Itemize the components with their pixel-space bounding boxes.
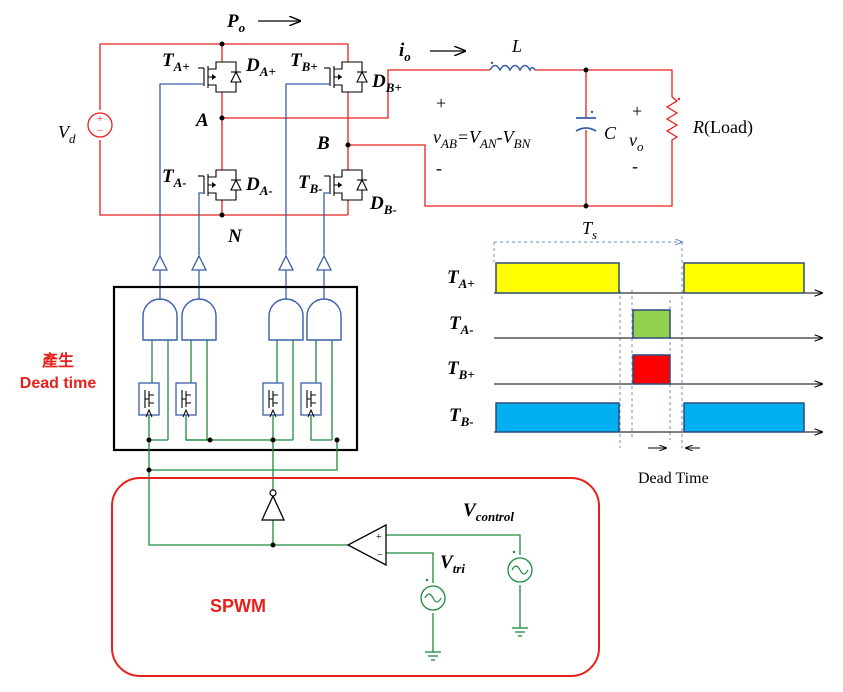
timing-diagram: Ts TA+ TA- TB+ TB- Dead Time: [447, 218, 822, 487]
vab-minus: -: [436, 158, 442, 178]
pulse-t-a-plus-1: [495, 262, 620, 294]
pulse-t-a-minus: [632, 309, 671, 339]
t-a-plus-label: TA+: [162, 50, 190, 74]
spwm-label: SPWM: [210, 596, 266, 616]
switch-b-minus-icon: [324, 169, 368, 201]
pulse-t-b-minus-2: [683, 402, 805, 433]
pulse-t-b-plus: [632, 354, 671, 385]
t-a-minus-label: TA-: [162, 166, 187, 190]
source-label: Vd: [58, 122, 76, 146]
d-a-minus-label: DA-: [245, 174, 273, 198]
inverter-icon: [260, 489, 286, 521]
d-b-plus-label: DB+: [371, 71, 402, 95]
dead-time-block: [112, 285, 359, 452]
vab-plus: +: [436, 93, 446, 113]
junction-dots: [219, 41, 589, 218]
vo-label: vo: [629, 130, 644, 154]
vab-expression: vAB=VAN-VBN: [433, 127, 532, 151]
vcontrol-label: Vcontrol: [463, 500, 514, 524]
svg-text:+: +: [376, 532, 382, 543]
period-label: Ts: [582, 218, 597, 242]
vtri-source-icon: [420, 578, 446, 611]
bottom-dc-bus: [99, 140, 348, 216]
logic-wires: [148, 340, 521, 652]
inductor-label: L: [511, 36, 522, 56]
inductor-icon: [489, 61, 536, 72]
capacitor-label: C: [604, 123, 617, 143]
svg-text:−: −: [97, 125, 103, 137]
d-a-plus-label: DA+: [245, 55, 276, 79]
timing-label-t-a-minus: TA-: [449, 313, 474, 337]
and-gates: [142, 298, 342, 341]
timing-label-t-b-minus: TB-: [449, 405, 474, 429]
current-label: io: [399, 40, 411, 64]
capacitor-icon: [575, 110, 597, 132]
svg-text:+: +: [97, 113, 103, 125]
spwm-block: [111, 477, 600, 677]
timing-label-t-b-plus: TB+: [447, 358, 475, 382]
switch-b-plus-icon: [324, 61, 368, 93]
node-a-label: A: [195, 110, 209, 131]
power-label: Po: [226, 11, 246, 35]
switch-a-plus-icon: [198, 61, 242, 93]
ground-icon: [425, 627, 528, 661]
logic-dots: [146, 437, 340, 548]
gate-wires: [151, 83, 333, 305]
power-stage: + −: [87, 41, 681, 218]
pulse-t-b-minus-1: [495, 402, 620, 433]
wire-node-a: [222, 69, 490, 119]
pulse-t-a-plus-2: [683, 262, 805, 294]
timing-label-t-a-plus: TA+: [447, 267, 475, 291]
resistor-label: R(Load): [692, 117, 753, 138]
node-b-label: B: [316, 133, 330, 154]
node-n-label: N: [227, 226, 243, 247]
dead-time-en-label: Dead time: [20, 375, 97, 392]
dead-time-cjk-label: 產生: [42, 351, 74, 370]
vo-plus: +: [632, 101, 642, 121]
switch-a-minus-icon: [198, 169, 242, 201]
dc-source-icon: + −: [87, 112, 113, 138]
d-b-minus-label: DB-: [369, 193, 397, 217]
vcontrol-source-icon: [507, 550, 533, 583]
delay-cells: [138, 382, 322, 418]
t-b-plus-label: TB+: [290, 50, 318, 74]
vtri-label: Vtri: [440, 552, 465, 576]
vo-minus: -: [632, 156, 638, 176]
t-b-minus-label: TB-: [298, 172, 323, 196]
wire-node-b: [348, 144, 673, 207]
resistor-icon: [665, 96, 681, 163]
comparator-icon: + −: [346, 523, 387, 567]
svg-text:−: −: [377, 550, 383, 561]
dead-time-annotation: Dead Time: [638, 470, 709, 487]
